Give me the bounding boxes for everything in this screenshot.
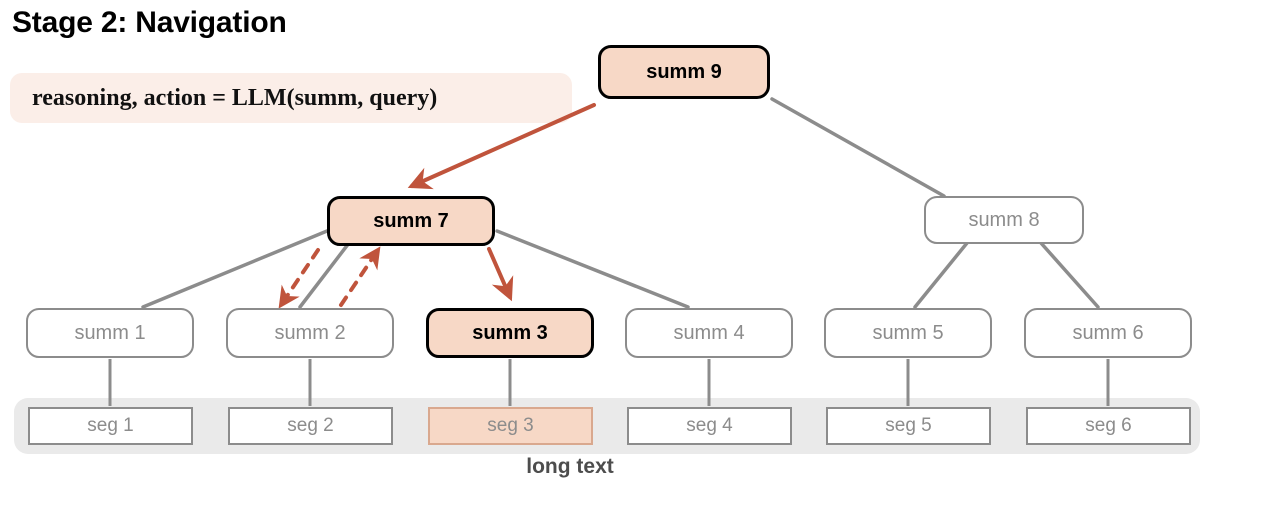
segment-label: seg 1 [87,415,134,436]
segment-seg3[interactable]: seg 3 [428,407,593,445]
edge-summ7-summ1 [141,229,329,309]
node-label: summ 3 [472,321,548,344]
segment-seg1[interactable]: seg 1 [28,407,193,445]
segment-label: seg 5 [885,415,932,436]
segment-seg4[interactable]: seg 4 [627,407,792,445]
segment-seg6[interactable]: seg 6 [1026,407,1191,445]
arrow-summ7-summ2-down [278,248,320,309]
node-summ9[interactable]: summ 9 [598,45,770,99]
node-label: summ 7 [373,209,449,232]
node-summ2[interactable]: summ 2 [226,308,394,358]
long-text-label: long text [526,455,614,478]
node-label: summ 2 [274,321,346,344]
edge-summ8-summ5 [913,241,969,309]
node-summ5[interactable]: summ 5 [824,308,992,358]
edge-summ9-summ8 [770,97,946,198]
node-label: summ 9 [646,60,722,83]
node-summ3[interactable]: summ 3 [426,308,594,358]
segment-label: seg 4 [686,415,733,436]
segment-seg5[interactable]: seg 5 [826,407,991,445]
node-summ4[interactable]: summ 4 [625,308,793,358]
arrow-summ2-summ7-up [339,246,381,307]
node-summ1[interactable]: summ 1 [26,308,194,358]
node-label: summ 1 [74,321,146,344]
segment-seg2[interactable]: seg 2 [228,407,393,445]
long-text-bar [14,398,1200,454]
edge-summ7-summ2 [298,241,351,309]
arrow-summ7-summ3 [487,247,514,302]
node-label: summ 4 [673,321,745,344]
segment-label: seg 3 [487,415,534,436]
node-label: summ 5 [872,321,944,344]
page-title: Stage 2: Navigation [12,6,287,39]
edge-summ7-summ4 [495,229,690,309]
node-label: summ 6 [1072,321,1144,344]
node-label: summ 8 [968,208,1040,231]
edge-summ8-summ6 [1039,241,1100,309]
formula-pill: reasoning, action = LLM(summ, query) [10,73,572,123]
segment-label: seg 6 [1085,415,1132,436]
segment-label: seg 2 [287,415,334,436]
node-summ7[interactable]: summ 7 [327,196,495,246]
formula-text: reasoning, action = LLM(summ, query) [32,84,438,111]
node-summ8[interactable]: summ 8 [924,196,1084,244]
node-summ6[interactable]: summ 6 [1024,308,1192,358]
